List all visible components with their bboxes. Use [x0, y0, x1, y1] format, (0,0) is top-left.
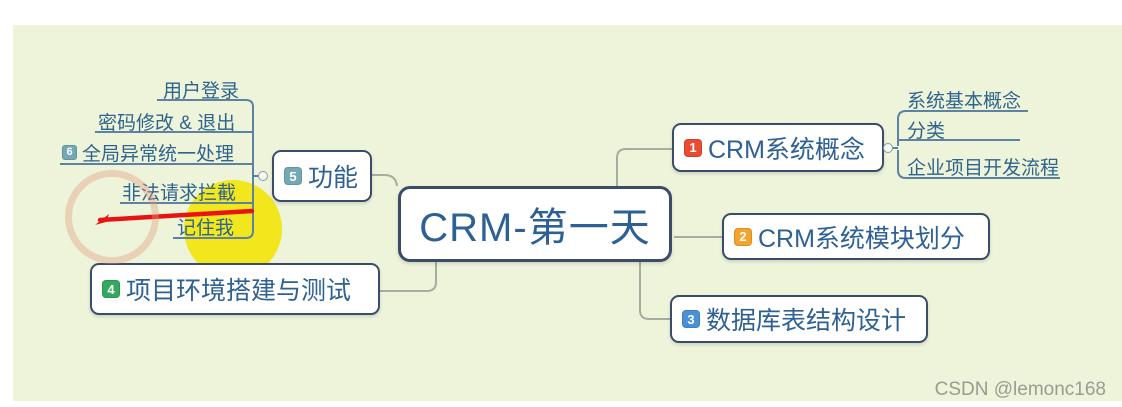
topic-label: CRM系统模块划分	[758, 224, 965, 253]
topic-database-table-design[interactable]: 3 数据库表结构设计	[670, 295, 928, 343]
numbered-marker-icon: 1	[684, 138, 702, 157]
leaf-user-login[interactable]: 用户登录	[163, 78, 240, 102]
central-topic-crm-day1[interactable]: CRM-第一天	[398, 186, 672, 262]
numbered-marker-icon: 5	[284, 167, 302, 185]
topic-label: 项目环境搭建与测试	[126, 277, 352, 305]
numbered-marker-icon: 2	[734, 227, 752, 246]
numbered-marker-icon: 4	[102, 280, 120, 298]
collapse-handle-features[interactable]	[258, 171, 268, 181]
numbered-marker-icon: 3	[682, 310, 700, 328]
leaf-label: 全局异常统一处理	[82, 143, 235, 165]
leaf-label: 企业项目开发流程	[907, 157, 1060, 179]
leaf-label: 系统基本概念	[907, 90, 1022, 112]
yellow-highlight-annotation	[184, 180, 282, 278]
leaf-enterprise-dev-process[interactable]: 企业项目开发流程	[907, 155, 1060, 179]
topic-crm-system-concept[interactable]: 1 CRM系统概念	[672, 123, 884, 172]
topic-label: 数据库表结构设计	[706, 307, 907, 335]
leaf-label: 分类	[907, 120, 946, 142]
leaf-global-exception-handling[interactable]: 6 全局异常统一处理	[62, 141, 235, 165]
leaf-label: 密码修改 & 退出	[98, 112, 236, 134]
leaf-password-change-logout[interactable]: 密码修改 & 退出	[98, 110, 236, 134]
leaf-label: 记住我	[177, 217, 235, 239]
topic-crm-module-division[interactable]: 2 CRM系统模块划分	[722, 213, 990, 260]
central-topic-label: CRM-第一天	[419, 206, 651, 250]
leaf-label: 用户登录	[163, 80, 240, 102]
topic-label: CRM系统概念	[708, 135, 865, 164]
numbered-marker-icon: 6	[62, 144, 77, 160]
watermark: CSDN @lemonc168	[934, 379, 1106, 400]
pink-ring-annotation	[65, 170, 159, 264]
topic-label: 功能	[308, 164, 359, 192]
topic-features[interactable]: 5 功能	[272, 150, 372, 202]
leaf-system-basic-concept[interactable]: 系统基本概念	[907, 88, 1022, 112]
leaf-remember-me[interactable]: 记住我	[177, 215, 235, 239]
leaf-classification[interactable]: 分类	[907, 118, 946, 142]
collapse-handle-concept[interactable]	[883, 143, 893, 153]
topic-project-env-setup-test[interactable]: 4 项目环境搭建与测试	[90, 263, 380, 315]
